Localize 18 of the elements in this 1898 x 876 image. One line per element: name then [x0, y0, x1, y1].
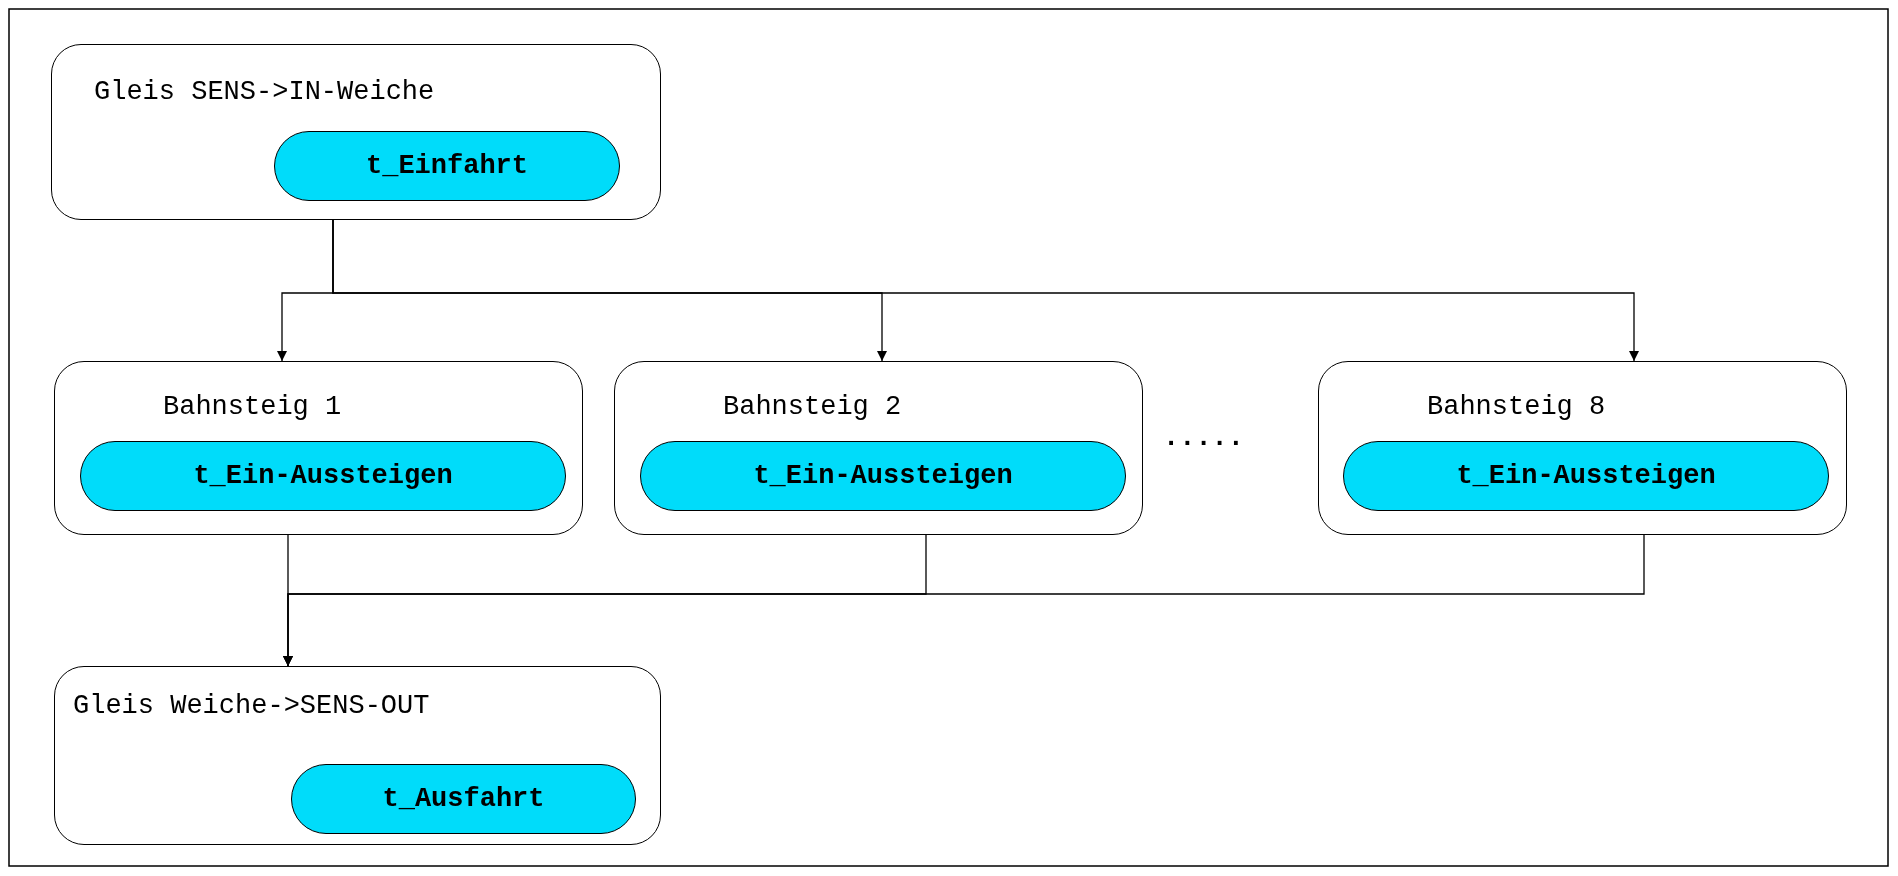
state-label: t_Ein-Aussteigen	[753, 461, 1013, 491]
state-label: t_Ausfahrt	[382, 784, 545, 814]
state-label: t_Einfahrt	[366, 151, 528, 181]
state-box	[51, 44, 661, 220]
box-title: Bahnsteig 8	[1427, 392, 1606, 422]
state-box	[614, 361, 1143, 535]
box-title: Bahnsteig 1	[163, 392, 342, 422]
box-title: Gleis SENS->IN-Weiche	[94, 77, 435, 107]
state-box	[1318, 361, 1847, 535]
arrow	[283, 534, 1645, 667]
box-title: Gleis Weiche->SENS-OUT	[73, 691, 430, 721]
arrow	[332, 219, 1639, 362]
box-title: Bahnsteig 2	[723, 392, 902, 422]
ellipsis-text: .....	[1163, 423, 1244, 453]
state-box	[54, 361, 583, 535]
state-box	[54, 666, 661, 845]
state-label: t_Ein-Aussteigen	[193, 461, 453, 491]
state-label: t_Ein-Aussteigen	[1456, 461, 1716, 491]
